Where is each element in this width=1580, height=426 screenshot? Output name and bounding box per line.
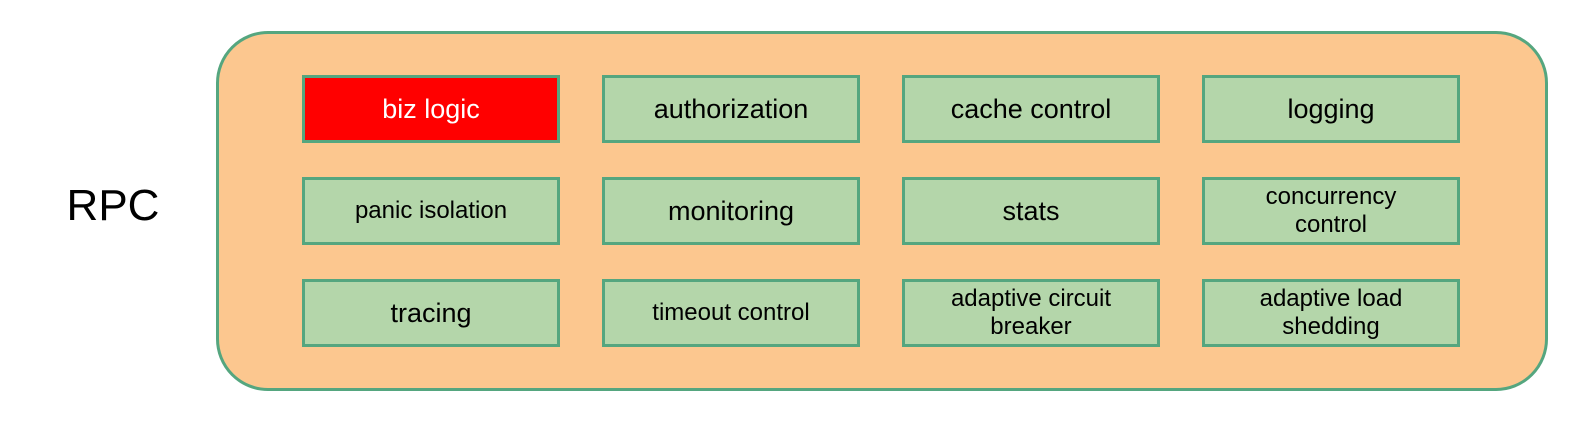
middleware-box[interactable]: panic isolation	[302, 177, 560, 245]
middleware-box[interactable]: cache control	[902, 75, 1160, 143]
middleware-box[interactable]: monitoring	[602, 177, 860, 245]
middleware-box[interactable]: adaptive load shedding	[1202, 279, 1460, 347]
middleware-box[interactable]: logging	[1202, 75, 1460, 143]
middleware-grid: biz logic authorization cache control loggi…	[302, 75, 1460, 347]
middleware-box[interactable]: adaptive circuit breaker	[902, 279, 1160, 347]
rpc-label: RPC	[66, 181, 160, 230]
middleware-box[interactable]: stats	[902, 177, 1160, 245]
middleware-box[interactable]: concurrency control	[1202, 177, 1460, 245]
middleware-box[interactable]: tracing	[302, 279, 560, 347]
middleware-box[interactable]: timeout control	[602, 279, 860, 347]
rpc-container: biz logic authorization cache control loggi…	[216, 31, 1548, 391]
middleware-box[interactable]: authorization	[602, 75, 860, 143]
middleware-box[interactable]: biz logic	[302, 75, 560, 143]
